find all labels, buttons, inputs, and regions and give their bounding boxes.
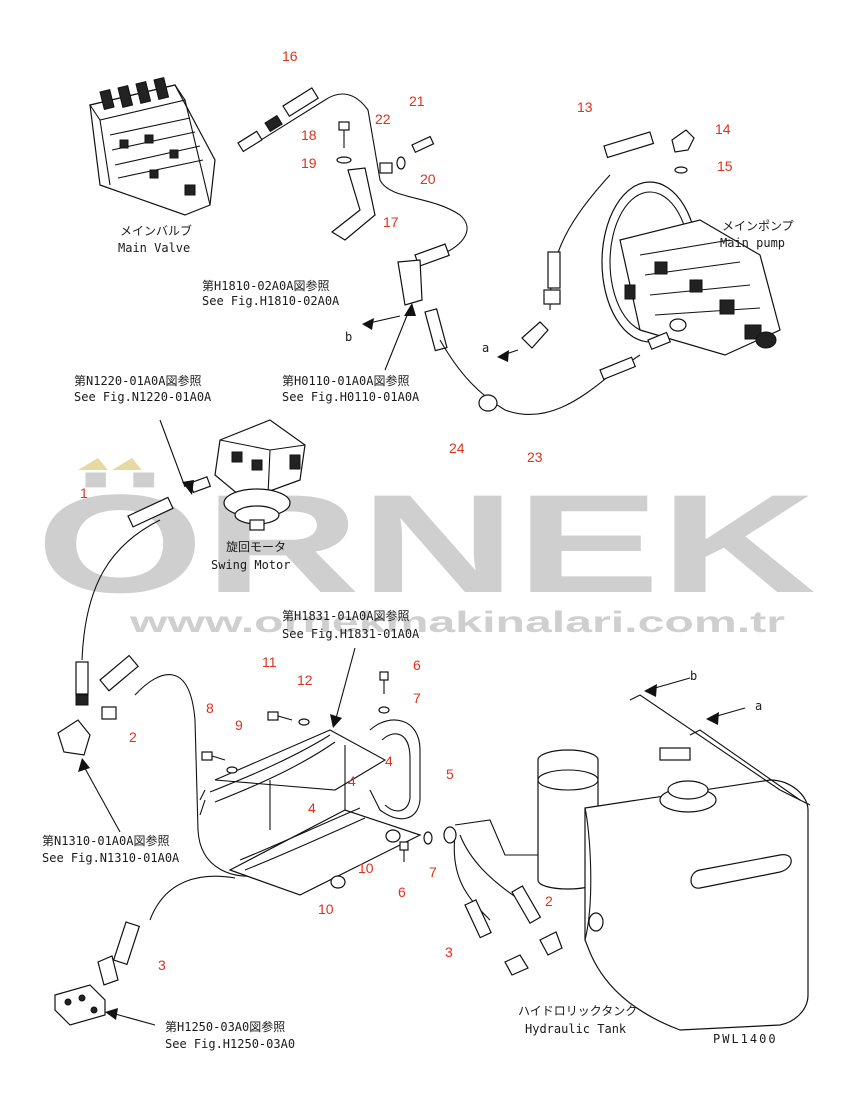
callout-4-frame: 4	[308, 800, 316, 816]
callout-6-low: 6	[398, 884, 406, 900]
callout-7-top: 7	[413, 690, 421, 706]
main-pump-label-en: Main pump	[720, 236, 785, 250]
callout-3-right: 3	[445, 944, 453, 960]
callout-23: 23	[527, 449, 543, 465]
main-pump-drawing	[601, 181, 781, 356]
drawing-code: PWL1400	[713, 1032, 778, 1046]
swing-motor-label-jp: 旋回モータ	[226, 540, 286, 554]
flow-arrows-top	[362, 303, 519, 371]
callout-9: 9	[235, 717, 243, 733]
callout-6-top: 6	[413, 657, 421, 673]
callout-5: 5	[446, 766, 454, 782]
reference-labels: 第H1810-02A0A図参照 See Fig.H1810-02A0A 第H01…	[42, 278, 420, 1051]
marker-a-tank: a	[755, 699, 762, 713]
callout-1: 1	[80, 485, 88, 501]
swing-motor-drawing	[159, 419, 306, 531]
callout-16: 16	[282, 48, 298, 64]
main-pump-label-jp: メインポンプ	[722, 219, 794, 233]
callout-8: 8	[206, 700, 214, 716]
callout-2-right: 2	[545, 893, 553, 909]
component-labels: メインバルブ Main Valve メインポンプ Main pump 旋回モータ…	[118, 219, 794, 1036]
callout-13: 13	[577, 99, 593, 115]
ref-h0110-en: See Fig.H0110-01A0A	[282, 390, 420, 404]
hose-16	[237, 87, 468, 268]
marker-b-top: b	[345, 330, 352, 344]
ref-h1831-jp: 第H1831-01A0A図参照	[282, 608, 409, 623]
callout-10-low: 10	[318, 901, 334, 917]
callout-24: 24	[449, 440, 465, 456]
callout-20: 20	[420, 171, 436, 187]
part-callouts: 16 22 21 18 19 20 17 13 14 15 24 23 1 11…	[80, 48, 733, 973]
callout-19: 19	[301, 155, 317, 171]
callout-14: 14	[715, 121, 731, 137]
connection-markers: b a b a	[345, 330, 762, 713]
left-fitting	[57, 719, 121, 833]
hose-23	[439, 331, 672, 415]
watermark-accent	[78, 458, 108, 470]
marker-a-top: a	[482, 341, 489, 355]
block-h1250	[54, 984, 156, 1026]
hose-2-left	[99, 654, 261, 877]
flow-arrows-tank	[644, 677, 746, 725]
ref-n1310-jp: 第N1310-01A0A図参照	[42, 833, 169, 848]
ref-n1220-jp: 第N1220-01A0A図参照	[74, 373, 201, 388]
marker-b-tank: b	[690, 669, 697, 683]
callout-2-left: 2	[129, 729, 137, 745]
callout-3-left: 3	[158, 957, 166, 973]
watermark-site: www.ornekmakinalari.com.tr	[128, 606, 785, 639]
hose-assembly-4	[199, 719, 422, 896]
main-valve-drawing	[89, 76, 216, 216]
callout-11: 11	[262, 654, 277, 670]
watermark-accent	[112, 458, 142, 470]
ref-n1220-en: See Fig.N1220-01A0A	[74, 390, 212, 404]
ref-h1810-en: See Fig.H1810-02A0A	[202, 294, 340, 308]
callout-4-mid: 4	[348, 773, 356, 789]
ref-h1810-jp: 第H1810-02A0A図参照	[202, 278, 329, 293]
ref-h1250-en: See Fig.H1250-03A0	[165, 1037, 295, 1051]
hoses-right	[443, 819, 563, 976]
callout-4-loop: 4	[385, 753, 393, 769]
hydraulic-tank-label-jp: ハイドロリックタンク	[518, 1004, 637, 1018]
watermark: ÖRNEK www.ornekmakinalari.com.tr	[36, 458, 816, 639]
ref-n1310-en: See Fig.N1310-01A0A	[42, 851, 180, 865]
clamp-parts	[330, 121, 448, 352]
main-valve-label-jp: メインバルブ	[120, 223, 192, 238]
swing-motor-label-en: Swing Motor	[211, 558, 290, 572]
ref-h1831-en: See Fig.H1831-01A0A	[282, 627, 420, 641]
ref-h1250-jp: 第H1250-03A0図参照	[165, 1019, 285, 1034]
hydraulic-tank-drawing	[537, 694, 811, 1031]
callout-7-low: 7	[429, 864, 437, 880]
hose-13	[521, 129, 695, 349]
callout-22: 22	[375, 111, 391, 127]
hydraulic-tank-label-en: Hydraulic Tank	[525, 1022, 627, 1036]
callout-17: 17	[383, 214, 399, 230]
main-valve-label-en: Main Valve	[118, 241, 190, 255]
watermark-brand: ÖRNEK	[36, 465, 816, 622]
hose-3-left	[97, 875, 236, 986]
hose-1	[75, 496, 174, 706]
callout-10-mid: 10	[358, 860, 374, 876]
callout-15: 15	[717, 158, 733, 174]
bolts	[201, 647, 433, 862]
callout-18: 18	[301, 127, 317, 143]
callout-12: 12	[297, 672, 313, 688]
ref-h0110-jp: 第H0110-01A0A図参照	[282, 373, 409, 388]
callout-21: 21	[409, 93, 425, 109]
